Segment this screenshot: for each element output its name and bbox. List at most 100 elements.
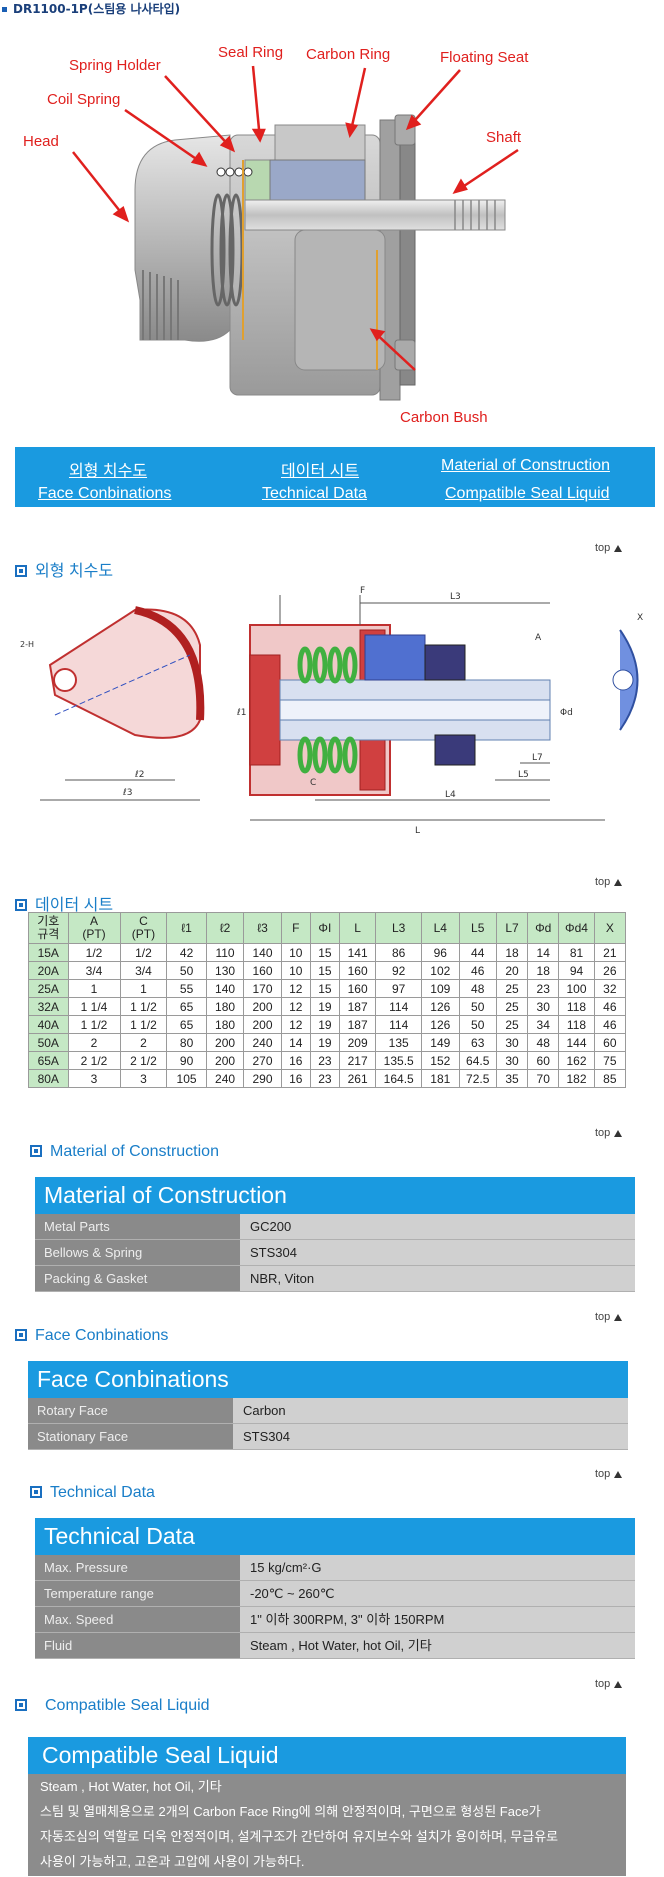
top-link[interactable]: top <box>595 1311 623 1323</box>
dim-L3: L3 <box>450 592 461 602</box>
table-cell: 162 <box>558 1051 595 1070</box>
up-triangle-icon <box>614 1470 623 1478</box>
table-cell: 144 <box>558 1033 595 1052</box>
table-cell: 15 <box>309 961 340 980</box>
table-cell: 118 <box>558 997 595 1016</box>
top-link[interactable]: top <box>595 1678 623 1690</box>
table-cell: 18 <box>495 943 529 962</box>
table-cell: 1 1/2 <box>67 1015 121 1034</box>
table-cell: 182 <box>558 1069 595 1088</box>
nav-link-datasheet[interactable]: 데이터 시트 <box>281 463 360 480</box>
table-cell: 18 <box>527 961 560 980</box>
square-bullet-icon <box>30 1145 42 1157</box>
table-cell: 21 <box>593 943 627 962</box>
table-cell: 16 <box>280 1051 311 1070</box>
square-bullet-icon <box>30 1486 42 1498</box>
top-link[interactable]: top <box>595 1468 623 1480</box>
table-cell: 1 <box>67 979 121 998</box>
up-triangle-icon <box>614 878 623 886</box>
table-cell: 181 <box>421 1069 460 1088</box>
table-cell: 40A <box>28 1015 69 1034</box>
table-cell: 60 <box>593 1033 627 1052</box>
top-link[interactable]: top <box>595 876 623 888</box>
table-cell: 180 <box>205 1015 245 1034</box>
table-cell: 10 <box>280 943 311 962</box>
face-box-header: Face Conbinations <box>28 1361 628 1398</box>
nav-link-material[interactable]: Material of Construction <box>441 457 610 474</box>
table-cell: 135.5 <box>375 1051 423 1070</box>
table-cell: 217 <box>338 1051 377 1070</box>
table-cell: 261 <box>338 1069 377 1088</box>
dim-A: A <box>535 633 542 643</box>
table-cell: 2 <box>67 1033 121 1052</box>
table-cell: 46 <box>593 997 627 1016</box>
table-cell: 23 <box>309 1069 340 1088</box>
table-cell: 3/4 <box>119 961 168 980</box>
table-cell: 126 <box>421 997 460 1016</box>
table-cell: 1 1/4 <box>67 997 121 1016</box>
label-seal-ring: Seal Ring <box>218 44 283 61</box>
top-link[interactable]: top <box>595 1127 623 1139</box>
table-cell: 200 <box>205 1033 245 1052</box>
table-cell: 35 <box>495 1069 529 1088</box>
dim-2h: 2-H <box>20 640 34 649</box>
table-cell: 20 <box>495 961 529 980</box>
column-header: F <box>280 912 311 944</box>
table-cell: 64.5 <box>458 1051 497 1070</box>
table-cell: 2 <box>119 1033 168 1052</box>
table-cell: 180 <box>205 997 245 1016</box>
table-cell: 15 <box>309 943 340 962</box>
square-bullet-icon <box>15 1329 27 1341</box>
label-floating-seat: Floating Seat <box>440 49 529 66</box>
table-cell: 270 <box>243 1051 282 1070</box>
table-cell: 65 <box>166 1015 207 1034</box>
dim-F: F <box>360 586 365 596</box>
nav-link-technical[interactable]: Technical Data <box>262 485 367 502</box>
dim-C: C <box>310 778 316 788</box>
seal-description: Steam , Hot Water, hot Oil, 기타 스팀 및 열매체용… <box>28 1774 626 1876</box>
seal-box: Compatible Seal Liquid Steam , Hot Water… <box>28 1737 626 1876</box>
table-cell: 3/4 <box>67 961 121 980</box>
material-box-header: Material of Construction <box>35 1177 635 1214</box>
nav-link-seal[interactable]: Compatible Seal Liquid <box>445 485 610 502</box>
table-cell: 42 <box>166 943 207 962</box>
nav-link-face[interactable]: Face Conbinations <box>38 485 172 502</box>
table-cell: 30 <box>495 1033 529 1052</box>
table-cell: 14 <box>280 1033 311 1052</box>
dim-l2: ℓ2 <box>134 770 144 780</box>
section-dimension: 외형 치수도 <box>15 557 113 581</box>
table-cell: 15 <box>309 979 340 998</box>
column-header: ℓ2 <box>205 912 245 944</box>
table-cell: 90 <box>166 1051 207 1070</box>
table-cell: 290 <box>243 1069 282 1088</box>
table-cell: 85 <box>593 1069 627 1088</box>
top-link[interactable]: top <box>595 542 623 554</box>
section-seal: Compatible Seal Liquid <box>15 1697 210 1715</box>
technical-box-header: Technical Data <box>35 1518 635 1555</box>
table-cell: 48 <box>527 1033 560 1052</box>
nav-box: 외형 치수도 데이터 시트 Material of Construction F… <box>15 447 655 507</box>
table-cell: 100 <box>558 979 595 998</box>
table-cell: 240 <box>205 1069 245 1088</box>
table-cell: 170 <box>243 979 282 998</box>
label-carbon-bush: Carbon Bush <box>400 409 488 426</box>
table-cell: 19 <box>309 1033 340 1052</box>
table-cell: 200 <box>205 1051 245 1070</box>
table-cell: 12 <box>280 979 311 998</box>
table-cell: 70 <box>527 1069 560 1088</box>
nav-link-dimension[interactable]: 외형 치수도 <box>69 463 148 480</box>
table-cell: 50 <box>166 961 207 980</box>
table-cell: 105 <box>166 1069 207 1088</box>
